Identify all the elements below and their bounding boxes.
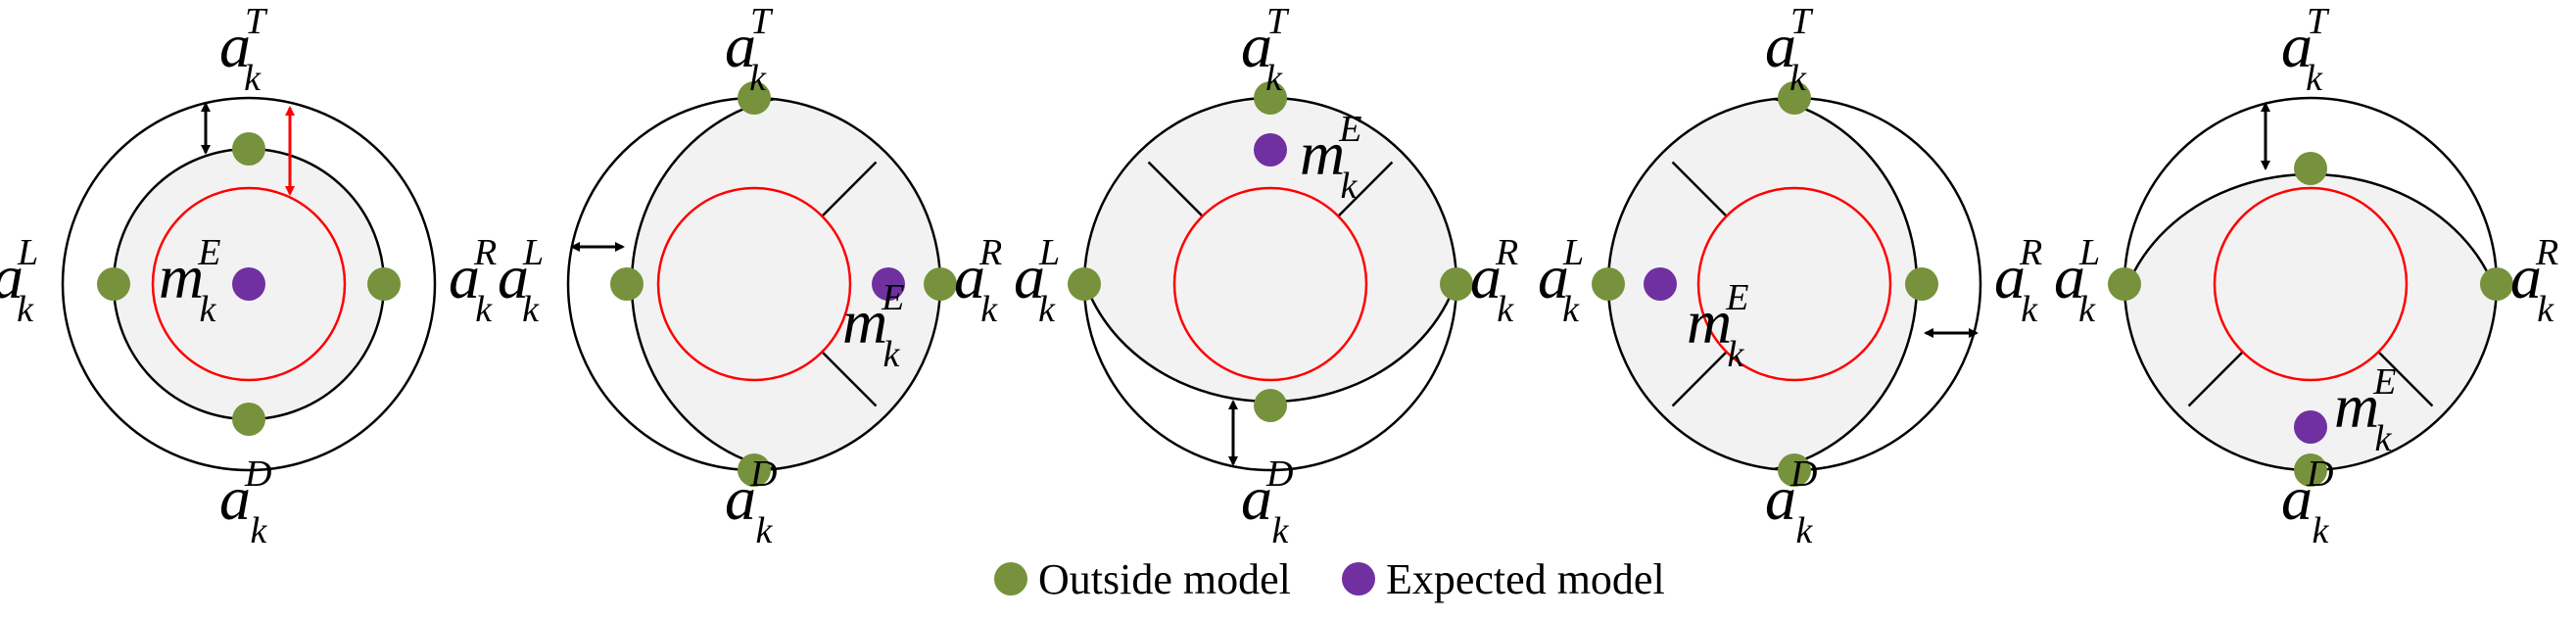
region-divider [1147, 161, 1204, 217]
legend-expected-marker [1342, 562, 1375, 596]
region-divider [1671, 351, 1728, 407]
region-divider [1337, 161, 1394, 217]
outside-model-right [2480, 267, 2513, 301]
outside-model-left [1592, 267, 1625, 301]
expected-model [232, 267, 265, 301]
outside-model-right [1905, 267, 1938, 301]
outside-model-bottom [232, 403, 265, 436]
region-divider [2377, 351, 2434, 407]
expected-model [2294, 410, 2327, 444]
outside-model-bottom [1778, 453, 1811, 487]
inner-circle [2213, 186, 2409, 382]
inner-circle [656, 186, 852, 382]
legend-outside-marker [994, 562, 1027, 596]
expected-model [1644, 267, 1677, 301]
outside-model-left [97, 267, 130, 301]
panels: aTkaDkaLkaRkmEkaTkaDkaLkaRkmEkaTkaDkaLka… [0, 1, 2558, 551]
outside-model-right [1440, 267, 1473, 301]
legend-expected-label: Expected model [1386, 555, 1665, 603]
outside-model-top [1778, 81, 1811, 115]
inner-circle [1696, 186, 1892, 382]
region-divider [821, 161, 878, 217]
outside-model-bottom [2294, 453, 2327, 487]
outside-model-bottom [1254, 389, 1287, 422]
outside-model-left [2108, 267, 2141, 301]
label-a-left: aLk [0, 232, 38, 330]
expected-model [1254, 133, 1287, 167]
outside-model-top [738, 81, 771, 115]
outside-model-left [1068, 267, 1101, 301]
outside-model-right [367, 267, 401, 301]
outside-model-right [924, 267, 957, 301]
outside-model-left [610, 267, 644, 301]
expected-model [872, 267, 905, 301]
outside-model-top [1254, 81, 1287, 115]
outer-circle [61, 96, 437, 472]
region-divider [2187, 351, 2244, 407]
outside-model-top [232, 132, 265, 166]
outside-model-top [2294, 152, 2327, 185]
legend: Outside model Expected model [994, 555, 1665, 603]
region-divider [821, 351, 878, 407]
inner-circle [151, 186, 347, 382]
legend-outside-label: Outside model [1038, 555, 1291, 603]
inner-circle [1172, 186, 1368, 382]
panel-1: aTk aDk aLk aRk mEk [0, 1, 497, 551]
shaded-region [1084, 98, 1456, 404]
outside-model-bottom [738, 453, 771, 487]
region-divider [1671, 161, 1728, 217]
